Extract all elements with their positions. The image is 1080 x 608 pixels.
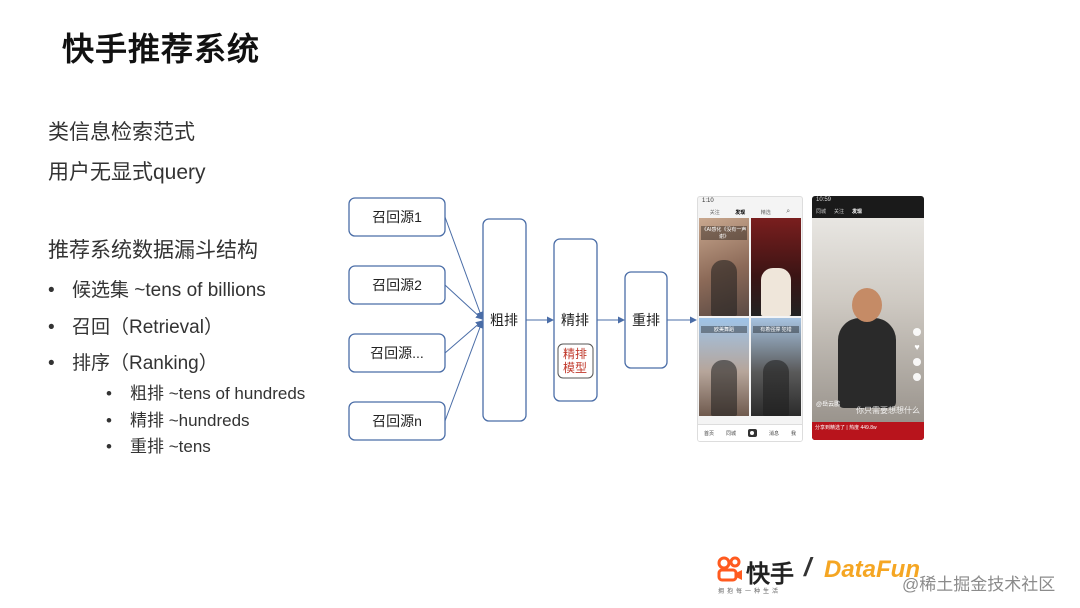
bullet-ranking: • 排序（Ranking） [48,348,218,375]
bullet-dot: • [48,317,55,338]
bullet-candidates: • 候选集 ~tens of billions [48,275,266,302]
kuaishou-slogan: 拥抱每一种生活 [718,589,782,595]
comment-icon[interactable] [913,358,921,366]
kuaishou-logo-icon [717,556,742,582]
sub-bullet-rerank-text: 重排 ~tens [130,437,211,456]
watermark: @稀土掘金技术社区 [902,575,1056,594]
sub-bullet-fine-rank-text: 精排 ~hundreds [130,411,250,430]
pre-rank-label: 粗排 [490,312,518,328]
slide-title: 快手推荐系统 [62,31,261,67]
camera-icon[interactable] [747,429,757,437]
recall-source-label-1: 召回源1 [372,209,422,225]
tab-follow[interactable]: 关注 [709,209,720,216]
sub-bullet-pre-rank: • 粗排 ~tens of hundreds [106,379,305,404]
search-icon[interactable]: ⌕ [786,208,791,215]
person-head [852,288,882,322]
phone-status-time: 1:10 [702,198,714,204]
feed-card-figure [763,360,789,416]
tab-discover[interactable]: 发现 [852,208,863,215]
feed-card[interactable]: 欧美舞蹈 [699,318,749,416]
feed-card[interactable]: 《AI感化《没有一声谢》 [699,218,749,316]
feed-card-caption: 欧美舞蹈 [701,326,747,333]
tab-follow[interactable]: 关注 [834,208,845,215]
sub-bullet-pre-rank-text: 粗排 ~tens of hundreds [130,384,306,403]
bullet-dot: • [106,384,112,403]
bullet-retrieval: • 召回（Retrieval） [48,312,223,339]
phone-feed-screenshot: 1:10 关注 发现 精选 ⌕ 《AI感化《没有一声谢》 欧美舞蹈 有着强撑 犯… [697,196,803,442]
arrow-recall-2-to-pre-rank [444,284,483,320]
avatar-icon[interactable] [913,328,921,336]
tab-discover[interactable]: 发现 [735,209,746,216]
phone-top-tabs: 同城 关注 发现 [812,205,924,217]
fine-rank-model-label-2: 模型 [563,361,587,375]
video-frame[interactable]: ♥ [812,218,924,422]
tab-nearby[interactable]: 同城 [816,208,827,215]
recall-source-label-3: 召回源... [370,345,424,361]
phone-top-tabs: 关注 发现 精选 ⌕ [698,206,802,218]
bullet-candidates-text: 候选集 ~tens of billions [72,280,266,301]
fine-rank-model-label-1: 精排 [563,347,587,361]
feed-card[interactable] [751,218,801,316]
bullet-dot: • [48,280,55,301]
feed-card-figure [711,360,737,416]
sub-bullet-fine-rank: • 精排 ~hundreds [106,406,250,431]
footer-logos: 快手 拥抱每一种生活 / DataFun @稀土掘金技术社区 [716,552,1076,604]
nav-nearby[interactable]: 同城 [725,430,736,437]
point-funnel-heading: 推荐系统数据漏斗结构 [48,239,258,262]
feed-card[interactable]: 有着强撑 犯错 [751,318,801,416]
funnel-diagram: 召回源1 召回源2 召回源... 召回源n 粗排 精排 精排 模型 重排 [348,197,697,441]
recall-source-label-n: 召回源n [372,413,422,429]
bullet-retrieval-text: 召回（Retrieval） [72,317,223,338]
video-author: @岳云鹏 [816,402,841,408]
bullet-dot: • [106,437,112,456]
arrow-recall-1-to-pre-rank [444,216,484,319]
recall-source-label-2: 召回源2 [372,277,422,293]
rerank-label: 重排 [632,312,660,328]
nav-home[interactable]: 首页 [703,430,714,437]
feed-grid: 《AI感化《没有一声谢》 欧美舞蹈 有着强撑 犯错 [698,218,802,416]
share-icon[interactable] [913,373,921,381]
feed-card-figure [761,268,791,316]
like-heart-icon[interactable]: ♥ [914,342,920,352]
video-bottom-bar: 分享到精选了 | 热度 449.8w [812,422,924,440]
sub-bullet-rerank: • 重排 ~tens [106,432,211,457]
fine-rank-model-box [557,343,594,379]
phone-status-time: 10:59 [816,197,832,203]
bullet-ranking-text: 排序（Ranking） [72,353,218,374]
fine-rank-label: 精排 [561,312,589,328]
phone-bottom-nav: 首页 同城 消息 我 [698,424,802,441]
kuaishou-brand-text: 快手 [746,561,794,588]
bullet-dot: • [48,353,55,374]
nav-messages[interactable]: 消息 [768,430,779,437]
feed-card-figure [711,260,737,316]
logo-separator: / [804,552,812,582]
feed-card-caption: 有着强撑 犯错 [753,326,799,333]
datafun-logo: DataFun [824,556,920,583]
arrow-recall-n-to-pre-rank [444,321,484,422]
video-overlay-text: 你只需要想想什么 [856,406,920,415]
side-actions: ♥ [913,328,921,381]
phone-video-screenshot: 10:59 同城 关注 发现 ♥ @岳云鹏 你只需要想想什么 分享到精选了 | … [812,196,924,440]
point-no-query: 用户无显式query [48,161,206,184]
bullet-dot: • [106,411,112,430]
video-person [838,288,896,408]
feed-card-caption: 《AI感化《没有一声谢》 [701,226,747,240]
arrow-recall-3-to-pre-rank [444,320,483,354]
point-paradigm: 类信息检索范式 [48,121,195,144]
nav-me[interactable]: 我 [790,430,796,437]
person-body [838,318,896,408]
tab-featured[interactable]: 精选 [760,209,771,216]
